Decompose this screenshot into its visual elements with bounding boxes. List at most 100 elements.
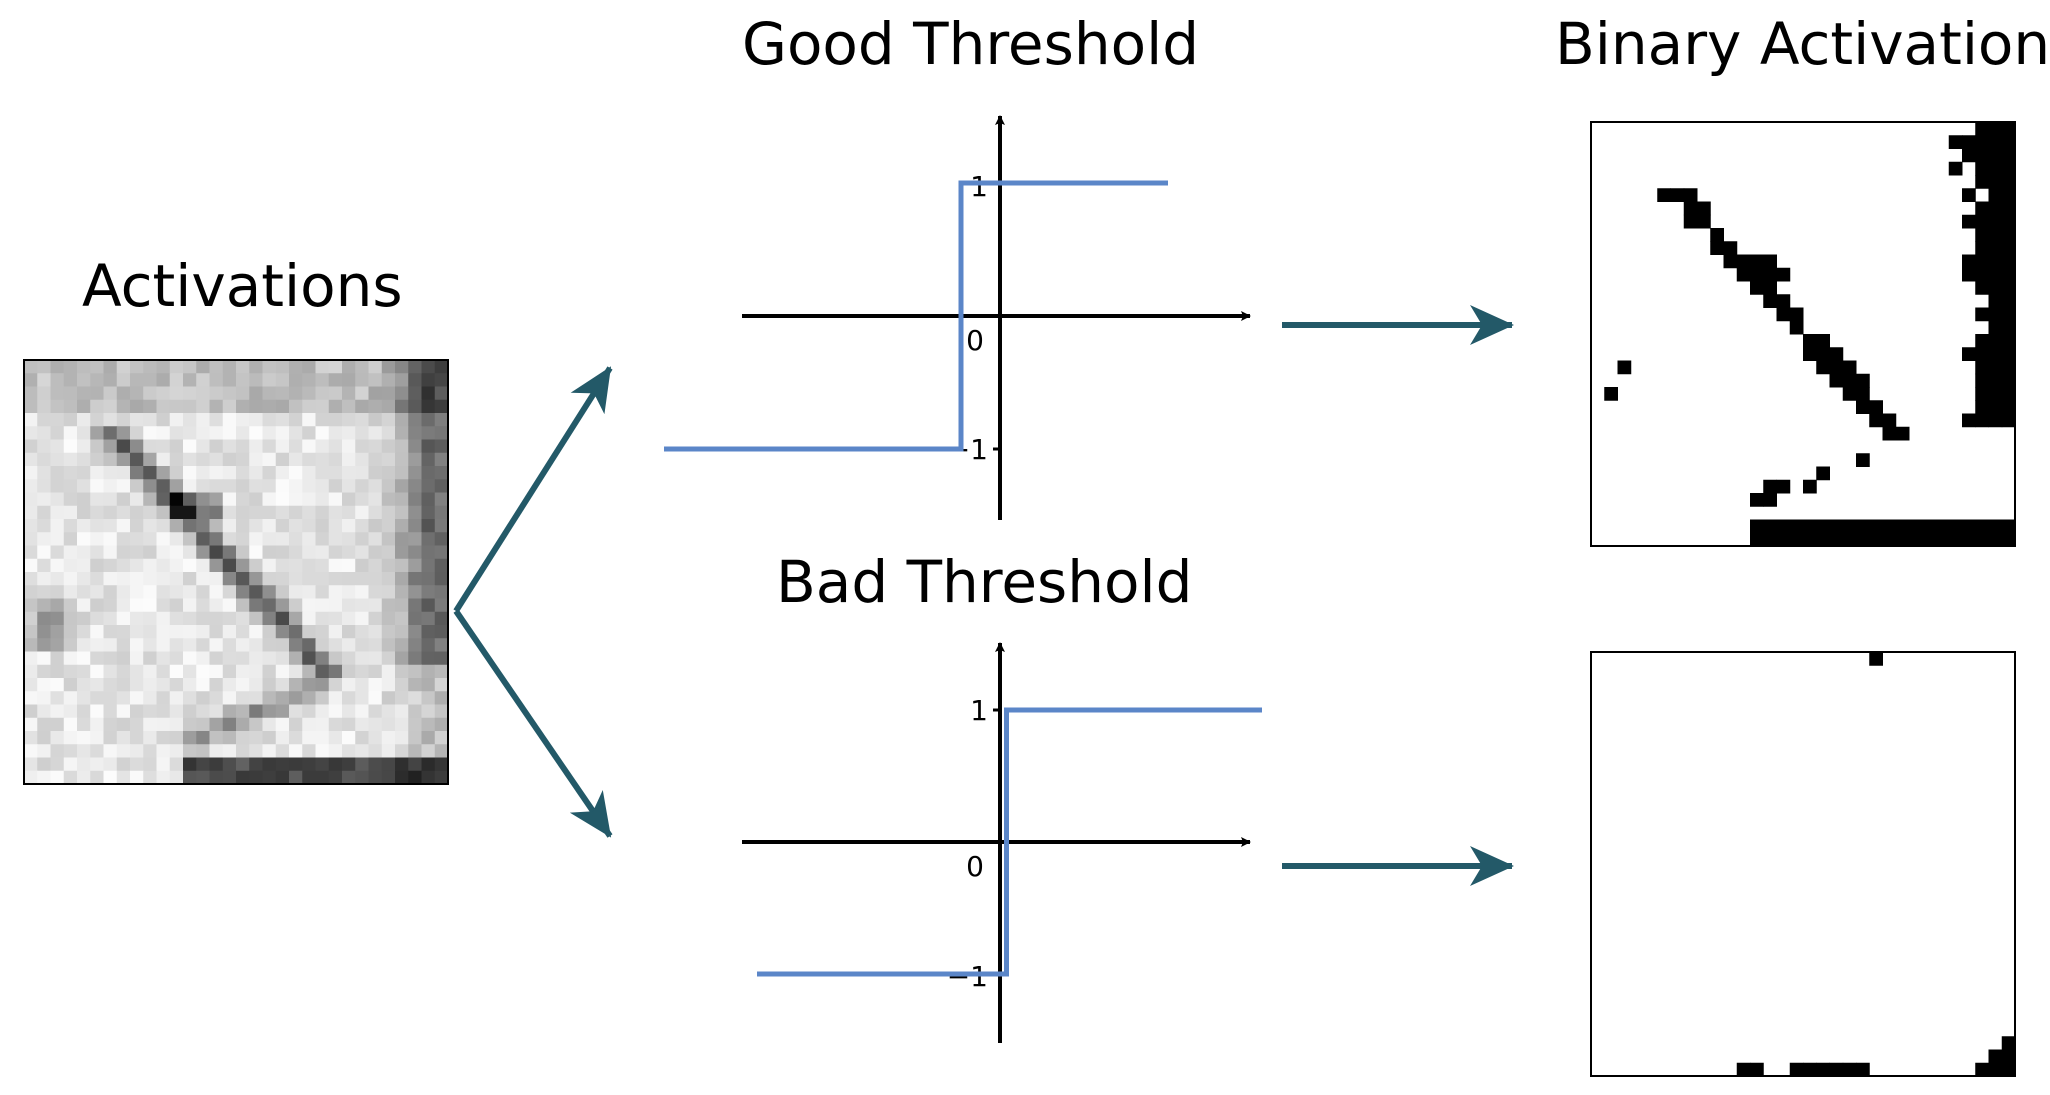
activation-pixel: [209, 505, 224, 520]
activation-pixel: [434, 492, 449, 507]
activation-pixel: [262, 545, 277, 560]
activation-pixel: [236, 691, 250, 705]
activation-pixel: [368, 466, 383, 480]
good-origin-label: 0: [966, 324, 984, 357]
activation-pixel: [275, 519, 290, 533]
activation-pixel: [421, 717, 436, 732]
activation-pixel: [395, 625, 409, 639]
binary-pixel: [1988, 188, 2003, 202]
activation-pixel: [368, 519, 383, 533]
activation-pixel: [143, 545, 157, 560]
activation-pixel: [381, 545, 396, 560]
binary-pixel: [1882, 519, 1897, 534]
activation-pixel: [222, 399, 237, 414]
activation-pixel: [24, 585, 38, 599]
activation-pixel: [169, 731, 184, 745]
activation-pixel: [196, 545, 210, 560]
activation-pixel: [130, 466, 144, 480]
activation-pixel: [249, 757, 263, 772]
activation-pixel: [275, 545, 290, 560]
activation-pixel: [24, 664, 38, 679]
activation-pixel: [222, 479, 237, 493]
binary-pixel: [2001, 373, 2016, 388]
activation-pixel: [156, 492, 171, 507]
activation-pixel: [24, 505, 38, 520]
activation-pixel: [183, 717, 197, 732]
activation-pixel: [209, 678, 224, 692]
activation-pixel: [355, 479, 369, 493]
activation-pixel: [315, 678, 330, 692]
activation-pixel: [103, 452, 118, 467]
activation-pixel: [328, 439, 343, 454]
activation-pixel: [328, 545, 343, 560]
activation-pixel: [24, 386, 38, 401]
activation-pixel: [24, 426, 38, 440]
activation-pixel: [289, 717, 303, 732]
activation-pixel: [183, 373, 197, 387]
activation-pixel: [342, 638, 356, 652]
activation-pixel: [381, 492, 396, 507]
activation-pixel: [169, 439, 184, 454]
activation-pixel: [63, 466, 78, 480]
activation-pixel: [116, 691, 131, 705]
activation-pixel: [196, 426, 210, 440]
activation-pixel: [381, 439, 396, 454]
activation-pixel: [50, 585, 65, 599]
activation-pixel: [37, 638, 51, 652]
activation-pixel: [196, 466, 210, 480]
activations-title: Activations: [82, 252, 403, 320]
activation-pixel: [222, 505, 237, 520]
activation-pixel: [421, 492, 436, 507]
activation-pixel: [328, 413, 343, 427]
activation-pixel: [222, 638, 237, 652]
activation-pixel: [209, 492, 224, 507]
activation-pixel: [63, 770, 78, 785]
activation-pixel: [355, 678, 369, 692]
activation-pixel: [103, 678, 118, 692]
activation-pixel: [275, 625, 290, 639]
activation-pixel: [249, 717, 263, 732]
activation-pixel: [50, 360, 65, 374]
activation-pixel: [315, 492, 330, 507]
activation-pixel: [395, 373, 409, 387]
activation-pixel: [381, 638, 396, 652]
activation-pixel: [116, 399, 131, 414]
activation-pixel: [209, 598, 224, 613]
binary-pixel: [1975, 373, 1989, 388]
activation-pixel: [63, 611, 78, 626]
activation-pixel: [116, 611, 131, 626]
activation-pixel: [37, 678, 51, 692]
activation-pixel: [116, 373, 131, 387]
activation-pixel: [381, 426, 396, 440]
activation-pixel: [408, 439, 422, 454]
activation-pixel: [63, 360, 78, 374]
activation-pixel: [395, 651, 409, 666]
activation-pixel: [421, 452, 436, 467]
activation-pixel: [50, 519, 65, 533]
activation-pixel: [342, 479, 356, 493]
activation-pixel: [302, 399, 316, 414]
activation-pixel: [156, 466, 171, 480]
activation-pixel: [421, 625, 436, 639]
activation-pixel: [50, 413, 65, 427]
binary-pixel: [1750, 281, 1764, 295]
activation-pixel: [249, 466, 263, 480]
activation-pixel: [289, 757, 303, 772]
activation-pixel: [434, 704, 449, 719]
activation-pixel: [24, 399, 38, 414]
activation-pixel: [209, 651, 224, 666]
activation-pixel: [342, 757, 356, 772]
bad-threshold-title: Bad Threshold: [776, 548, 1193, 616]
activation-pixel: [328, 664, 343, 679]
activation-pixel: [130, 757, 144, 772]
activation-pixel: [368, 386, 383, 401]
activation-pixel: [408, 505, 422, 520]
activation-pixel: [90, 519, 104, 533]
activation-pixel: [355, 731, 369, 745]
activation-pixel: [408, 611, 422, 626]
activation-pixel: [90, 585, 104, 599]
activation-pixel: [289, 452, 303, 467]
activation-pixel: [249, 399, 263, 414]
binary-pixel: [1776, 532, 1791, 547]
activation-pixel: [249, 360, 263, 374]
